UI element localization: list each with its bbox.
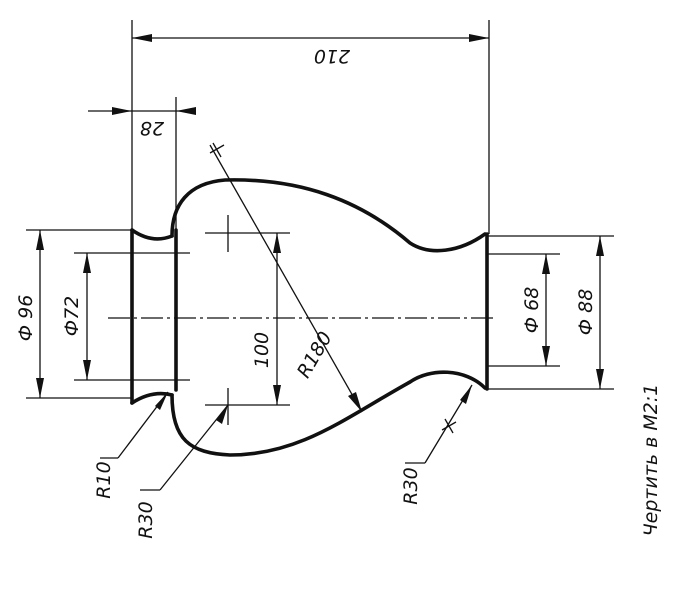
part-outline [130, 178, 489, 457]
construction-lines [108, 215, 494, 425]
dimension-r30-left-label: R30 [135, 501, 157, 538]
dimension-overall-length: 210 [131, 20, 490, 234]
dimension-right-outer-diameter: Ф 88 [487, 235, 614, 390]
dimension-r10-label: R10 [93, 461, 115, 498]
dimension-210-label: 210 [314, 45, 350, 67]
leader-left-fillet-radius: R10 [93, 391, 169, 499]
dimension-right-inner-diameter: Ф 68 [487, 253, 560, 367]
dimension-100-label: 100 [251, 332, 273, 368]
leader-left-blend-radius: R30 [135, 404, 229, 539]
dimension-left-inner-diameter: Ф72 [61, 252, 190, 381]
dimension-28-label: 28 [140, 117, 164, 139]
leader-right-blend-radius: R30 [400, 384, 473, 505]
dimension-phi68-label: Ф 68 [521, 287, 543, 334]
dimension-phi88-label: Ф 88 [575, 289, 597, 336]
dimension-center-distance: 100 [251, 233, 281, 405]
dimension-neck-length: 28 [88, 97, 196, 230]
dimension-r30-right-label: R30 [400, 467, 422, 504]
scale-note: Чертить в М2:1 [640, 384, 662, 537]
dimension-phi96-label: Ф 96 [15, 295, 37, 342]
dimension-left-outer-diameter: Ф 96 [15, 229, 132, 399]
dimension-phi72-label: Ф72 [61, 296, 83, 337]
